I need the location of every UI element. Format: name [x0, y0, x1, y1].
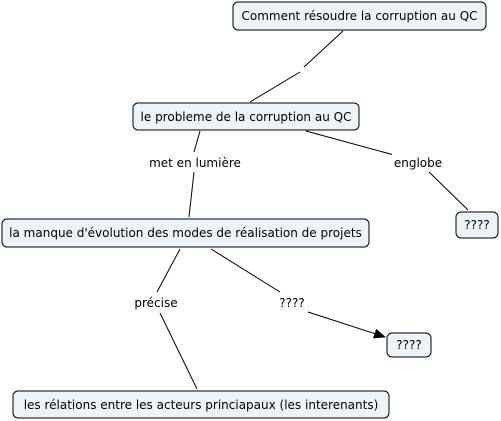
link-label-unknown: ????	[274, 294, 310, 311]
concept-evolution[interactable]: la manque d'évolution des modes de réali…	[1, 218, 370, 248]
concept-relations-label: les rélations entre les acteurs princiap…	[24, 398, 379, 412]
link-label-met-to-evolution	[188, 171, 195, 218]
link-label-englobe: englobe	[392, 154, 444, 171]
link-problem-to-label-met	[193, 130, 201, 153]
connectors	[156, 30, 469, 390]
link-label-met-en-lumiere-text: met en lumière	[149, 156, 241, 170]
link-root-problem-upper	[303, 30, 344, 68]
concept-unknown-a[interactable]: ????	[455, 211, 499, 239]
concept-root-label: Comment résoudre la corruption au QC	[241, 9, 477, 23]
link-root-problem-lower	[249, 71, 301, 103]
link-label-unknown-to-unknown-b	[307, 311, 386, 339]
concept-relations[interactable]: les rélations entre les acteurs princiap…	[12, 390, 390, 419]
concept-unknown-a-label: ????	[464, 218, 489, 232]
link-label-englobe-to-unknown-a	[428, 171, 469, 211]
link-evolution-to-label-precise	[156, 248, 181, 293]
concept-unknown-b-label: ????	[396, 338, 421, 352]
concept-problem-label: le probleme de la corruption au QC	[141, 110, 352, 124]
link-label-precise: précise	[131, 294, 181, 311]
concept-unknown-b[interactable]: ????	[386, 332, 432, 358]
link-label-englobe-text: englobe	[394, 156, 442, 170]
link-problem-to-label-englobe	[305, 130, 395, 156]
concept-problem[interactable]: le probleme de la corruption au QC	[132, 102, 360, 131]
concept-evolution-label: la manque d'évolution des modes de réali…	[9, 226, 362, 240]
link-label-precise-to-relations	[159, 312, 198, 390]
link-label-unknown-text: ????	[279, 296, 304, 310]
concept-root[interactable]: Comment résoudre la corruption au QC	[232, 1, 487, 31]
link-evolution-to-label-unknown	[210, 248, 281, 293]
link-label-met-en-lumiere: met en lumière	[146, 154, 244, 171]
link-labels: met en lumière englobe précise ????	[131, 154, 444, 311]
link-label-precise-text: précise	[134, 296, 177, 310]
